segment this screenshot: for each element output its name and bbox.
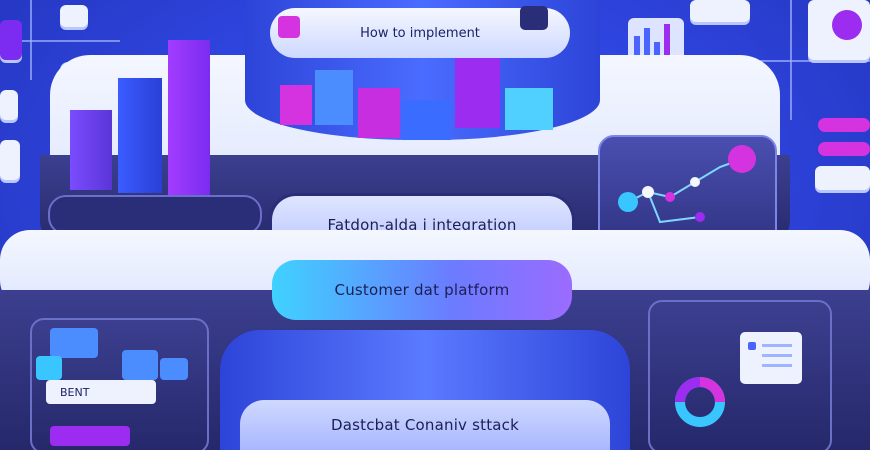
cube bbox=[505, 88, 553, 130]
side-chip bbox=[818, 118, 870, 132]
platform-label: Customer dat platform bbox=[334, 281, 510, 299]
donut-chart-icon bbox=[675, 377, 725, 427]
cube bbox=[315, 70, 353, 125]
analytics-panel bbox=[648, 300, 832, 450]
cube bbox=[280, 85, 312, 125]
side-chip bbox=[818, 142, 870, 156]
side-card bbox=[815, 166, 870, 190]
integration-label: Fatdon-alda i integration bbox=[327, 216, 517, 234]
envelope-icon bbox=[60, 5, 88, 27]
circuit-line bbox=[30, 0, 32, 80]
avatar bbox=[832, 10, 862, 40]
workflow-node bbox=[122, 350, 158, 380]
cube bbox=[455, 58, 500, 128]
bent-label: BENT bbox=[60, 385, 90, 399]
stack-label: Dastcbat Conaniv sttack bbox=[330, 416, 520, 434]
platform-pill: Customer dat platform bbox=[272, 260, 572, 320]
side-card bbox=[690, 0, 750, 22]
chat-bubble-icon bbox=[36, 356, 62, 380]
workflow-node bbox=[50, 328, 98, 358]
side-card bbox=[0, 20, 22, 60]
network-graph-icon bbox=[618, 145, 756, 224]
chart-label-pill bbox=[48, 195, 262, 235]
side-card bbox=[0, 140, 20, 180]
chart-bar bbox=[118, 78, 162, 193]
stack-pill: Dastcbat Conaniv sttack bbox=[240, 400, 610, 450]
side-card bbox=[0, 90, 18, 120]
avatar-card bbox=[808, 0, 870, 60]
cube bbox=[403, 100, 451, 140]
chevron-icon bbox=[520, 6, 548, 30]
bent-tag: BENT bbox=[46, 380, 156, 404]
circuit-line bbox=[0, 40, 120, 42]
cube bbox=[358, 88, 400, 138]
chart-bar bbox=[70, 110, 112, 190]
workflow-node bbox=[50, 426, 130, 446]
circuit-line bbox=[790, 0, 792, 120]
page-title: How to implement bbox=[360, 25, 480, 41]
workflow-panel: BENT bbox=[30, 318, 209, 450]
dashboard-card-icon bbox=[740, 332, 802, 384]
workflow-node bbox=[160, 358, 188, 380]
bookmark-icon bbox=[278, 16, 300, 38]
chart-bar bbox=[168, 40, 210, 225]
circuit-line bbox=[760, 60, 870, 62]
